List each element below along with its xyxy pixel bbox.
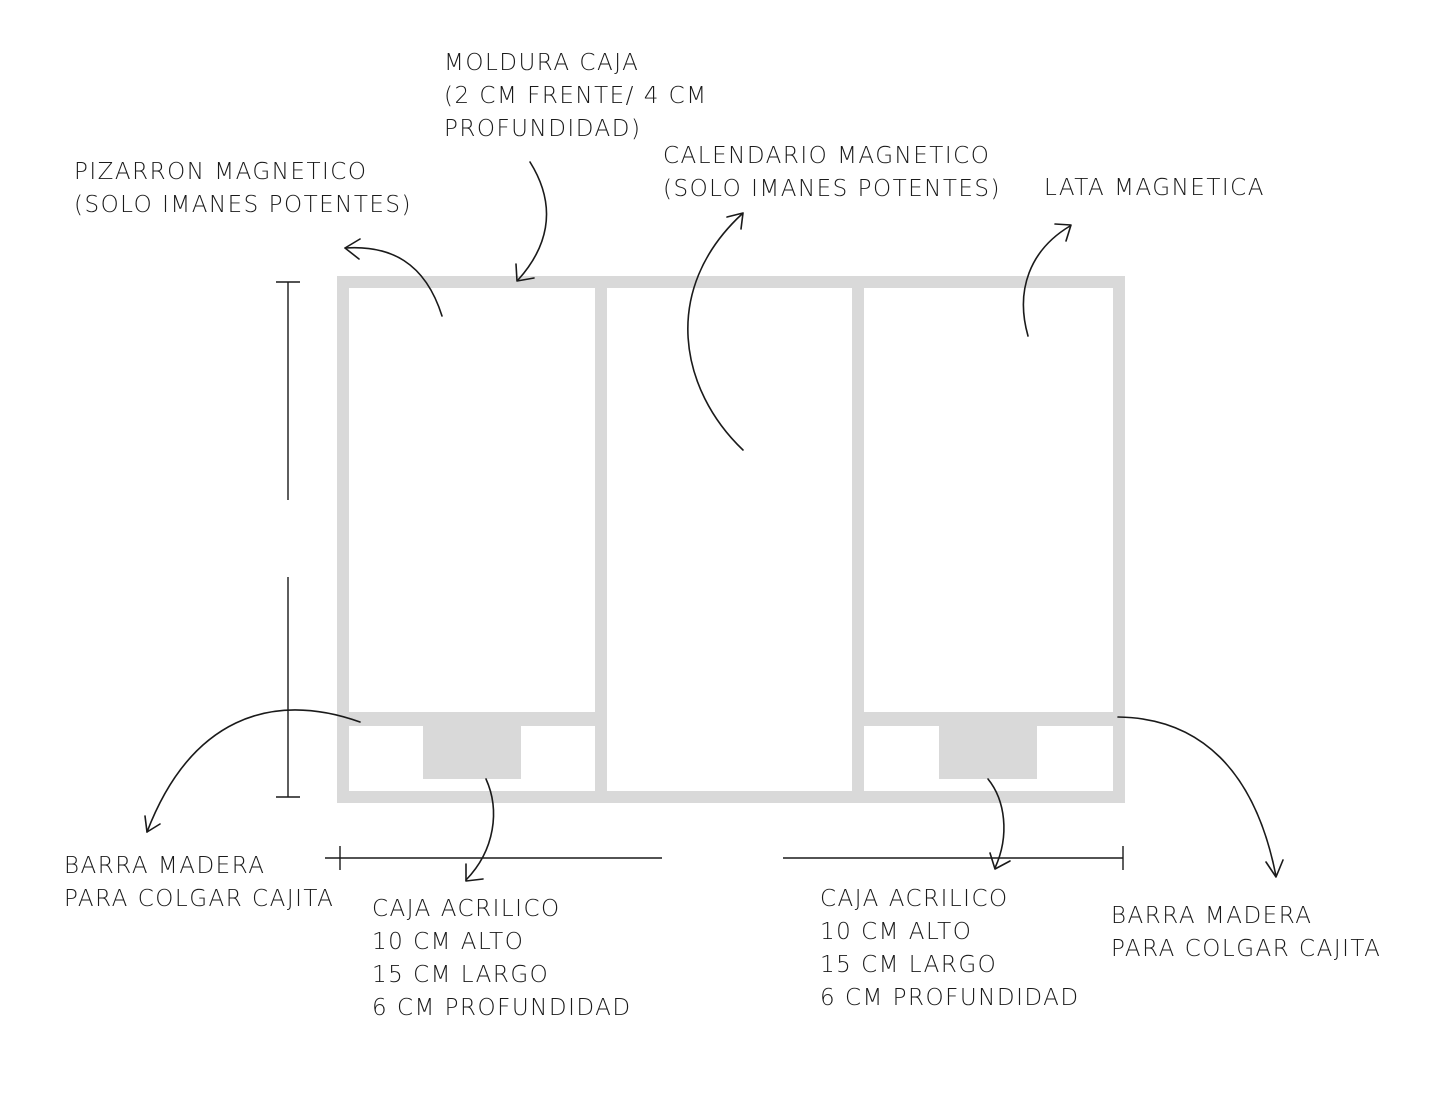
arrow-moldura [515,161,548,282]
arrow-pizarron [344,238,443,317]
width-dimension-line [325,846,1124,870]
arrow-caja-right [987,778,1011,870]
arrow-calendario [687,212,744,451]
label-barra-madera-left: BARRA MADERA PARA COLGAR CAJITA [64,853,335,912]
arrow-barra-right [1117,716,1284,878]
label-moldura-caja: MOLDURA CAJA (2 CM FRENTE/ 4 CM PROFUNDI… [444,50,708,142]
acrylic-box-right [939,726,1037,779]
label-caja-acrilico-right: CAJA ACRILICO 10 CM ALTO 15 CM LARGO 6 C… [820,886,1080,1011]
label-barra-madera-right: BARRA MADERA PARA COLGAR CAJITA [1111,903,1382,962]
acrylic-box-left [423,726,521,779]
label-lata-magnetica: LATA MAGNETICA [1044,175,1265,201]
label-pizarron-magnetico: PIZARRON MAGNETICO (SOLO IMANES POTENTES… [74,159,413,218]
outer-frame [337,276,1125,803]
arrow-lata [1022,223,1072,337]
label-caja-acrilico-left: CAJA ACRILICO 10 CM ALTO 15 CM LARGO 6 C… [372,896,632,1021]
label-calendario-magnetico: CALENDARIO MAGNETICO (SOLO IMANES POTENT… [663,143,1002,202]
arrow-barra-left [144,709,361,833]
height-dimension-line [276,281,300,798]
arrow-caja-left [465,778,495,882]
